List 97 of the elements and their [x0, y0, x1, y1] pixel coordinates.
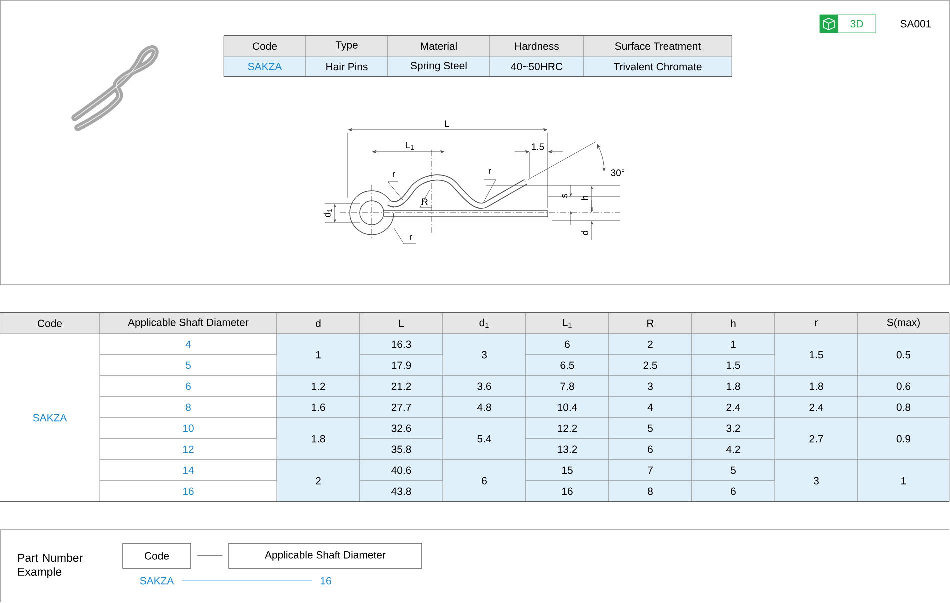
table-cell: 1	[692, 334, 776, 356]
header-cell: r	[774, 312, 858, 334]
dimension-label: r	[489, 169, 492, 175]
table-cell: Hair Pins	[306, 56, 388, 78]
table-cell: 3.2	[692, 418, 776, 440]
table-cell: 40.6	[360, 460, 444, 482]
table-cell: 1.6	[276, 396, 360, 418]
table-cell: 1.5	[692, 354, 776, 376]
header-cell: Code	[0, 312, 100, 334]
table-cell: 5	[692, 460, 776, 482]
table-cell: 6	[692, 480, 776, 502]
header-cell: Hardness	[490, 36, 584, 57]
header-cell: L$_{1}$	[526, 312, 610, 334]
table-cell: 27.7	[360, 396, 444, 418]
dimension-label: 1.5	[532, 144, 544, 150]
table-cell: 35.8	[360, 438, 444, 460]
table-cell: 1.8	[276, 418, 360, 460]
header-cell: Surface Treatment	[584, 36, 732, 57]
table-cell: 5	[608, 418, 692, 440]
table-cell: 7	[608, 460, 692, 482]
table-cell: 16.3	[360, 334, 444, 356]
section-title: Part Number Example	[18, 554, 83, 578]
table-cell: 2.4	[692, 396, 776, 418]
connector-line	[182, 580, 312, 582]
header-cell: Material	[388, 36, 490, 57]
table-cell: 14	[100, 460, 278, 482]
example-value: 16	[320, 577, 332, 585]
table-cell: 8	[608, 480, 692, 502]
table-cell: 12.2	[526, 418, 610, 440]
table-cell: 16	[526, 480, 610, 502]
table-cell: 6	[100, 376, 278, 398]
table-cell: 4.8	[442, 396, 526, 418]
dimension-label: R	[422, 198, 428, 206]
header-cell: h	[692, 312, 776, 334]
example-value: SAKZA	[140, 577, 174, 585]
header-cell: d	[276, 312, 360, 334]
dimension-label: L$_{1}$	[406, 142, 414, 150]
table-cell: 1.5	[774, 334, 858, 376]
table-cell: 0.6	[858, 376, 950, 398]
table-cell: 6.5	[526, 354, 610, 376]
table-cell: 12	[100, 438, 278, 460]
table-cell: 7.8	[526, 376, 610, 398]
table-cell: 2.7	[774, 418, 858, 460]
header-cell: S(max)	[858, 312, 950, 334]
header-cell: R	[608, 312, 692, 334]
dimension-label: L	[445, 120, 450, 128]
table-cell: 13.2	[526, 438, 610, 460]
table-cell: 6	[526, 334, 610, 356]
header-cell: Type	[306, 36, 388, 57]
table-cell: 2	[276, 460, 360, 502]
table-cell: 5.4	[442, 418, 526, 460]
table-cell: 32.6	[360, 418, 444, 440]
table-cell: 8	[100, 396, 278, 418]
table-cell: 15	[526, 460, 610, 482]
table-cell: 10	[100, 418, 278, 440]
table-cell: 2.4	[774, 396, 858, 418]
table-cell: 2.5	[608, 354, 692, 376]
code-label: SA001	[900, 20, 932, 28]
dimension-label: h	[582, 196, 588, 200]
field-box: Code	[122, 543, 192, 569]
table-cell: 3.6	[442, 376, 526, 398]
table-cell: 3	[774, 460, 858, 502]
table-cell: 1.8	[692, 376, 776, 398]
header-cell: Code	[224, 36, 306, 57]
table-cell: 16	[100, 480, 278, 502]
table-cell: 5	[100, 354, 278, 376]
header-cell: d$_{1}$	[442, 312, 526, 334]
table-cell: 0.8	[858, 396, 950, 418]
table-cell: 1	[858, 460, 950, 502]
table-cell: 4	[100, 334, 278, 356]
table-cell: 4.2	[692, 438, 776, 460]
dimension-label: s	[562, 194, 568, 198]
dimension-label: d$_{1}$	[324, 209, 332, 218]
table-cell: Spring Steel	[388, 56, 490, 78]
table-cell: 40~50HRC	[490, 56, 584, 78]
table-cell: SAKZA	[224, 56, 306, 78]
header-cell: L	[360, 312, 444, 334]
table-cell: 10.4	[526, 396, 610, 418]
field-box: Applicable Shaft Diameter	[228, 543, 422, 569]
dimension-label: r	[393, 172, 396, 178]
table-cell: 4	[608, 396, 692, 418]
dimension-label: d	[582, 230, 588, 236]
dimension-label: r	[410, 235, 412, 241]
badge: 3D	[838, 14, 876, 34]
table-cell: 6	[442, 460, 526, 502]
table-cell: 3	[608, 376, 692, 398]
table-cell: 17.9	[360, 354, 444, 376]
table-cell: 1	[276, 334, 360, 376]
table-cell: 1.2	[276, 376, 360, 398]
table-cell: 1.8	[774, 376, 858, 398]
table-cell: 6	[608, 438, 692, 460]
dimension-label: 30°	[611, 170, 625, 176]
table-cell: 21.2	[360, 376, 444, 398]
table-cell: 2	[608, 334, 692, 356]
table-cell: 43.8	[360, 480, 444, 502]
table-cell: Trivalent Chromate	[584, 56, 732, 78]
table-cell: 3	[442, 334, 526, 376]
